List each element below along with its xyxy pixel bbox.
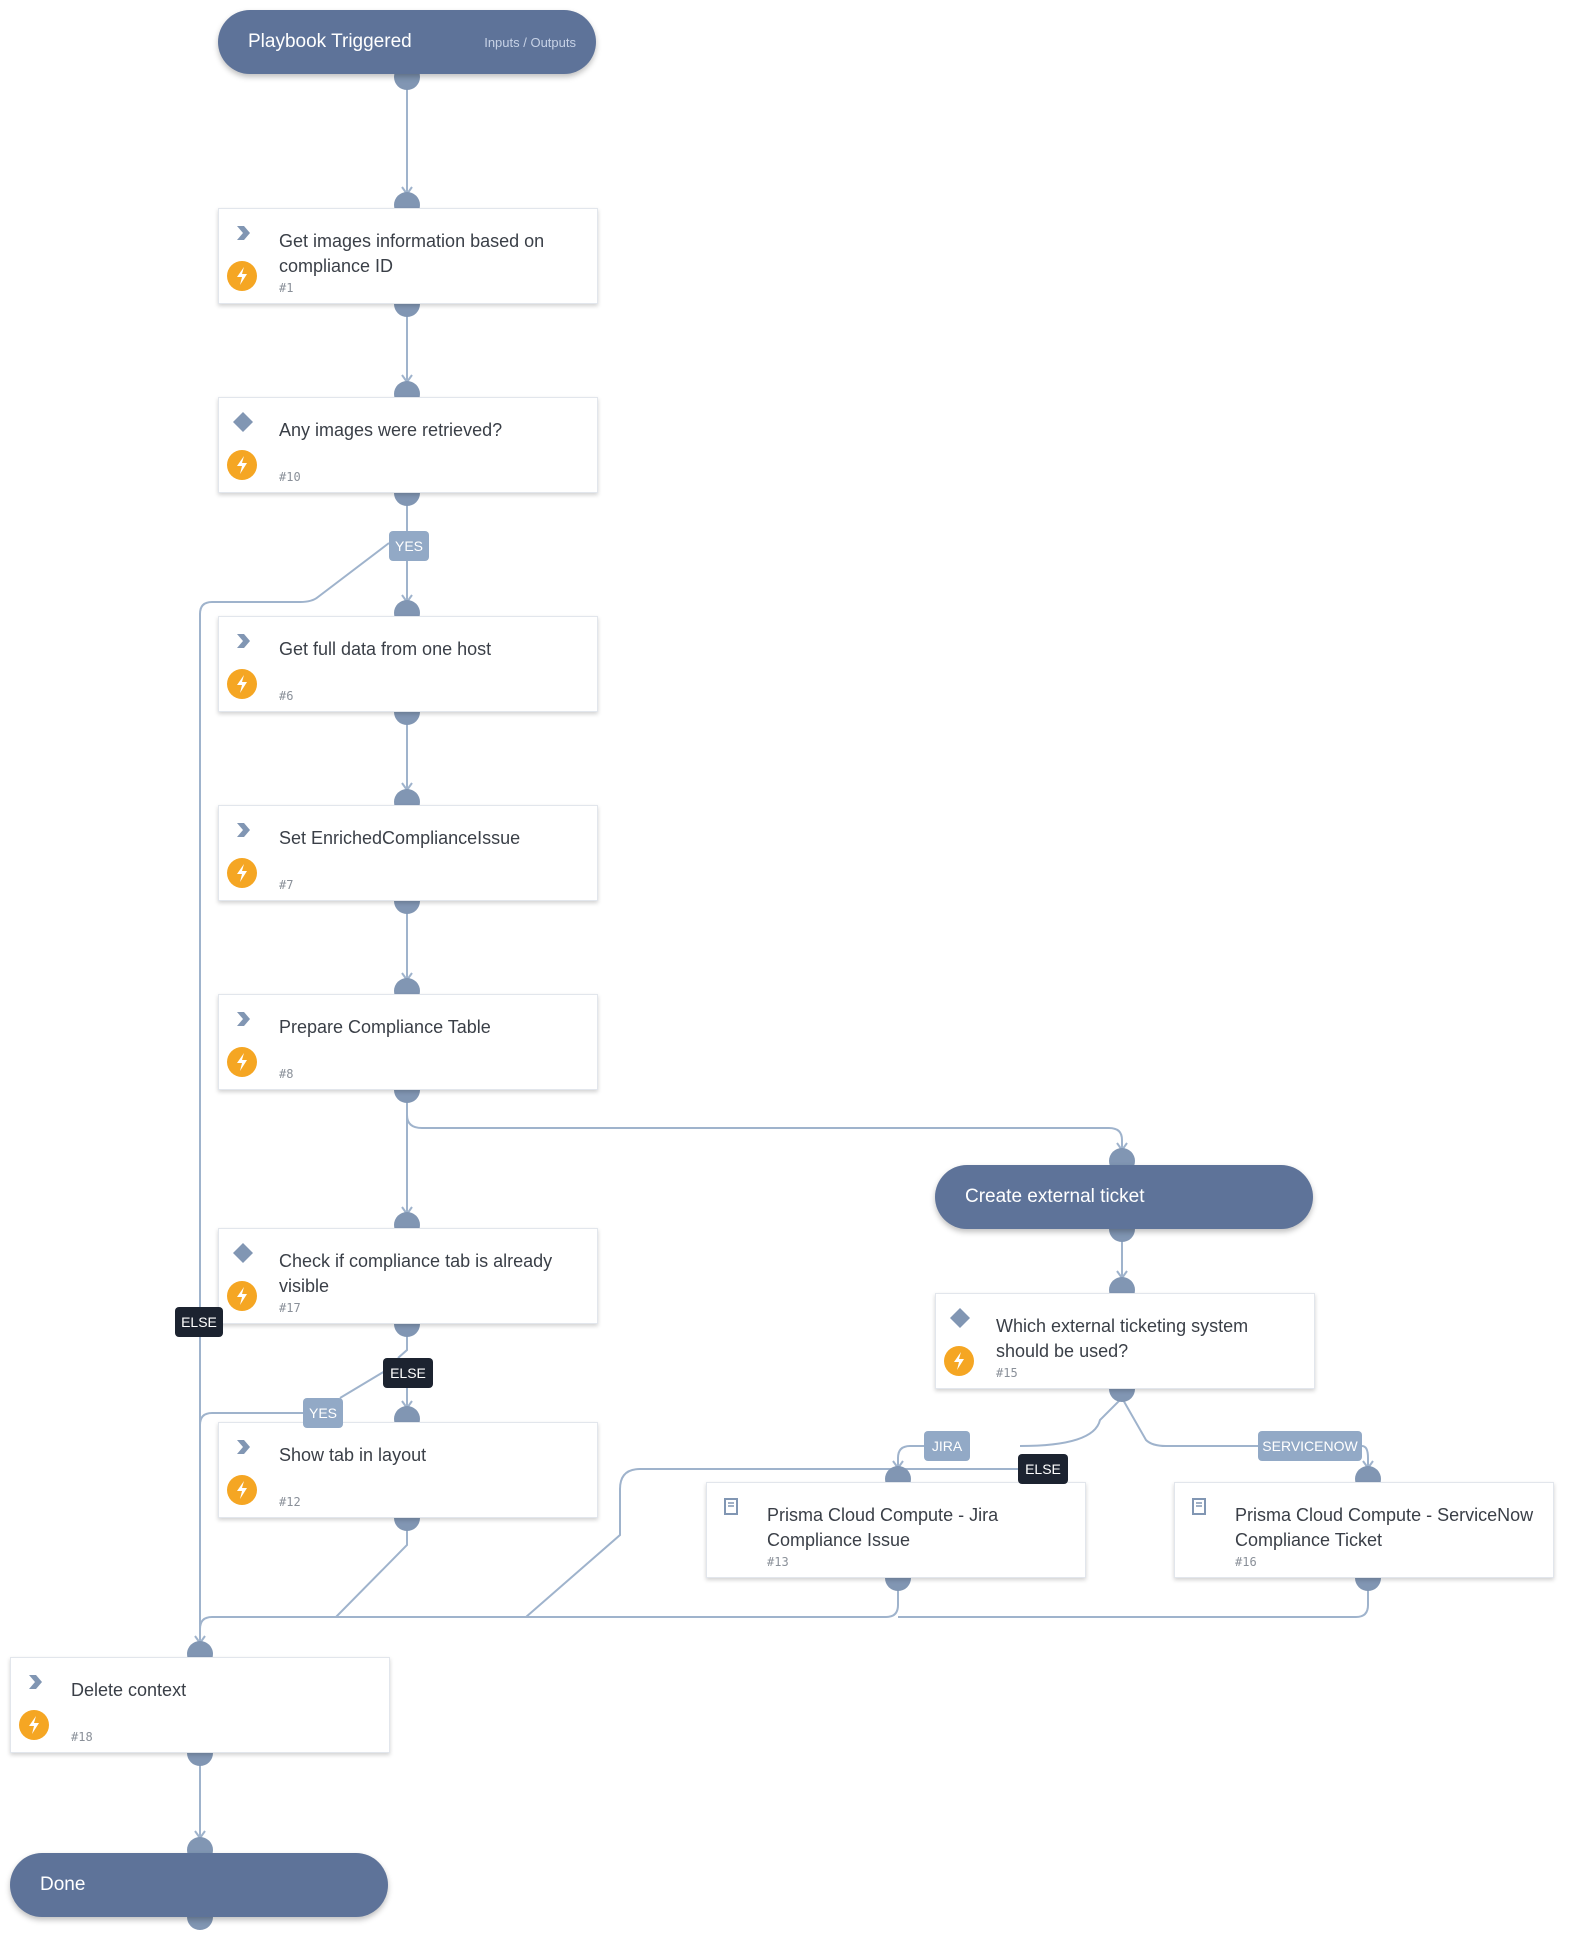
- chevron-icon: [23, 1670, 47, 1694]
- edge: [199, 1412, 303, 1426]
- inputs-outputs-link[interactable]: Inputs / Outputs: [484, 34, 576, 50]
- edge-label-else[interactable]: ELSE: [175, 1307, 223, 1337]
- section-label: Create external ticket: [965, 1186, 1145, 1207]
- edge: [406, 1090, 1123, 1150]
- chevron-icon: [231, 1435, 255, 1459]
- task-id: #16: [1235, 1555, 1257, 1569]
- bolt-icon: [227, 1047, 257, 1077]
- edge: [525, 1468, 1018, 1618]
- task-id: #7: [279, 878, 294, 892]
- task-which-ticketing[interactable]: Which external ticketing system should b…: [935, 1293, 1315, 1389]
- task-get-images-info[interactable]: Get images information based on complian…: [218, 208, 598, 304]
- bolt-icon: [227, 1475, 257, 1505]
- task-label: Any images were retrieved?: [279, 420, 503, 440]
- edge-label-yes[interactable]: YES: [303, 1398, 343, 1428]
- bolt-icon: [227, 858, 257, 888]
- task-prepare-table[interactable]: Prepare Compliance Table #8: [218, 994, 598, 1090]
- task-label: Set EnrichedComplianceIssue: [279, 828, 521, 848]
- task-get-full-data[interactable]: Get full data from one host #6: [218, 616, 598, 712]
- task-show-tab[interactable]: Show tab in layout #12: [218, 1422, 598, 1518]
- task-id: #12: [279, 1495, 301, 1509]
- edge: [212, 1578, 899, 1618]
- start-node[interactable]: Playbook Triggered Inputs / Outputs: [218, 10, 596, 74]
- task-check-tab-visible[interactable]: Check if compliance tab is already visib…: [218, 1228, 598, 1324]
- bolt-icon: [227, 450, 257, 480]
- section-create-external-ticket[interactable]: Create external ticket: [935, 1165, 1313, 1229]
- done-label: Done: [40, 1874, 86, 1895]
- task-id: #17: [279, 1301, 301, 1315]
- chevron-icon: [231, 818, 255, 842]
- task-label: Show tab in layout: [279, 1445, 427, 1465]
- task-label: Get full data from one host: [279, 639, 492, 659]
- edge-label-jira[interactable]: JIRA: [924, 1431, 970, 1461]
- diamond-icon: [231, 1241, 255, 1265]
- diamond-icon: [231, 410, 255, 434]
- task-label: Get images information based on complian…: [279, 231, 545, 276]
- task-id: #6: [279, 689, 294, 703]
- task-set-enriched[interactable]: Set EnrichedComplianceIssue #7: [218, 805, 598, 901]
- task-delete-context[interactable]: Delete context #18: [10, 1657, 390, 1753]
- book-icon: [1187, 1495, 1211, 1519]
- edge-label-servicenow[interactable]: SERVICENOW: [1258, 1431, 1362, 1461]
- task-id: #10: [279, 470, 301, 484]
- task-any-images-retrieved[interactable]: Any images were retrieved? #10: [218, 397, 598, 493]
- task-id: #13: [767, 1555, 789, 1569]
- bolt-icon: [19, 1710, 49, 1740]
- task-jira-subplaybook[interactable]: Prisma Cloud Compute - Jira Compliance I…: [706, 1482, 1086, 1578]
- edge-label-else[interactable]: ELSE: [383, 1358, 433, 1388]
- task-label: Prepare Compliance Table: [279, 1017, 491, 1037]
- edge: [1019, 1389, 1123, 1447]
- bolt-icon: [227, 1281, 257, 1311]
- bolt-icon: [227, 669, 257, 699]
- task-label: Check if compliance tab is already visib…: [279, 1251, 553, 1296]
- book-icon: [719, 1495, 743, 1519]
- chevron-icon: [231, 629, 255, 653]
- task-id: #18: [71, 1730, 93, 1744]
- bolt-icon: [227, 261, 257, 291]
- bolt-icon: [944, 1346, 974, 1376]
- edge: [897, 1445, 924, 1468]
- edge: [199, 1518, 408, 1630]
- edge: [1121, 1397, 1258, 1447]
- task-label: Which external ticketing system should b…: [996, 1316, 1249, 1361]
- edge-label-else[interactable]: ELSE: [1018, 1454, 1068, 1484]
- edge-label-yes[interactable]: YES: [389, 531, 429, 561]
- edge: [199, 542, 390, 1643]
- chevron-icon: [231, 1007, 255, 1031]
- task-id: #1: [279, 281, 294, 295]
- task-label: Prisma Cloud Compute - ServiceNow Compli…: [1235, 1505, 1534, 1550]
- start-node-label: Playbook Triggered: [248, 31, 412, 52]
- chevron-icon: [231, 221, 255, 245]
- edge: [898, 1578, 1369, 1618]
- done-node[interactable]: Done: [10, 1853, 388, 1917]
- task-servicenow-subplaybook[interactable]: Prisma Cloud Compute - ServiceNow Compli…: [1174, 1482, 1554, 1578]
- edge: [1361, 1445, 1369, 1468]
- edge: [339, 1367, 391, 1399]
- task-id: #15: [996, 1366, 1018, 1380]
- task-label: Delete context: [71, 1680, 187, 1700]
- diamond-icon: [948, 1306, 972, 1330]
- task-id: #8: [279, 1067, 294, 1081]
- task-label: Prisma Cloud Compute - Jira Compliance I…: [767, 1505, 999, 1550]
